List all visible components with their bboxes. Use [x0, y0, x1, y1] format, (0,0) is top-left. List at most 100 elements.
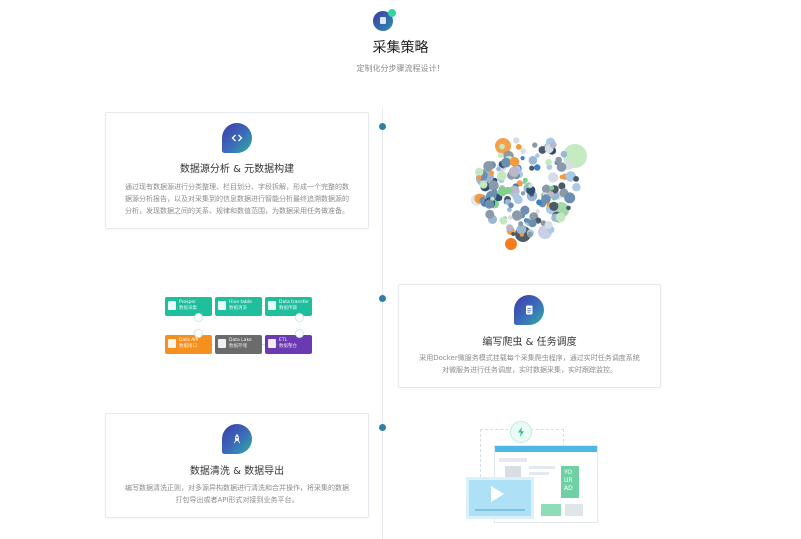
bubble — [564, 192, 576, 204]
bubble — [548, 172, 559, 183]
lightning-icon — [510, 421, 532, 443]
step-desc-line: 通过现有数据源进行分类整理、栏目划分、字段拆解，形成一个完整的数 — [125, 183, 349, 191]
page-title: 采集策略 — [372, 40, 429, 56]
flow-check-icon — [295, 329, 304, 338]
bubble — [497, 152, 504, 158]
bubble — [549, 185, 555, 191]
bubble — [573, 176, 579, 182]
bubble — [549, 201, 559, 211]
bubble — [483, 161, 494, 172]
bubble — [534, 164, 541, 171]
bubble — [497, 171, 507, 181]
step-description: 采用Docker微服务模式挂载每个采集爬虫程序，通过实时任务调度系统 对微服务进… — [405, 352, 654, 376]
video-player — [466, 477, 534, 519]
bubble — [513, 195, 523, 205]
bubble — [475, 167, 484, 177]
bubble — [509, 157, 520, 167]
bubble — [538, 146, 547, 154]
flow-check-icon — [295, 313, 304, 322]
bubble — [508, 202, 514, 209]
step-title: 数据源分析 & 元数据构建 — [179, 164, 295, 175]
bubble — [489, 170, 495, 176]
bubble — [491, 189, 498, 196]
bubble — [476, 175, 482, 180]
bubble — [536, 199, 543, 206]
bubble — [501, 157, 511, 168]
step-desc-line: 采用Docker微服务模式挂载每个采集爬虫程序，通过实时任务调度系统 — [419, 354, 640, 362]
bubble — [541, 184, 551, 194]
brand-logo-icon — [373, 9, 396, 31]
bubble — [529, 165, 535, 171]
bubble — [541, 194, 551, 204]
flow-check-icon — [194, 313, 203, 322]
bubble — [528, 219, 537, 228]
bubble — [516, 224, 527, 235]
step-desc-line: 对微服务进行任务调度，实时数据采集，实时跟踪监控。 — [442, 366, 617, 374]
bubble — [555, 156, 562, 164]
code-icon — [222, 123, 252, 153]
step-title: 编写爬虫 & 任务调度 — [482, 337, 577, 348]
bubble — [518, 221, 524, 227]
step-card-3: 数据清洗 & 数据导出 编写数据清洗正则，对多源异构数据进行清洗和合并操作，将采… — [105, 413, 369, 518]
bubble — [507, 215, 513, 220]
bubble — [511, 232, 516, 236]
step-desc-line: 据源分析报告，以及对采集到的信息数据进行智能分析最终追溯数据源的 — [125, 195, 349, 203]
bubble — [496, 166, 501, 172]
bubble — [520, 148, 526, 154]
web-ad-illustration: YO UR AD — [466, 421, 598, 523]
bubble — [566, 205, 571, 211]
data-bubble-cluster-illustration — [471, 137, 587, 250]
bubble — [522, 177, 528, 183]
bubble — [560, 150, 568, 158]
step-card-1: 数据源分析 & 元数据构建 通过现有数据源进行分类整理、栏目划分、字段拆解，形成… — [105, 112, 369, 229]
brand-logo — [372, 8, 398, 34]
timeline-axis — [382, 108, 383, 539]
bubble — [505, 238, 517, 250]
bubble — [545, 158, 552, 166]
bubble — [532, 142, 538, 148]
bubble — [535, 153, 540, 158]
bubble — [485, 209, 495, 219]
bubble — [564, 160, 574, 170]
rocket-icon — [222, 424, 252, 454]
bubble — [520, 191, 526, 196]
flow-connector — [260, 305, 266, 306]
step-desc-line: 打包导出或者API形式对接到业务平台。 — [175, 496, 299, 504]
bubble — [499, 143, 505, 150]
bubble — [507, 207, 512, 212]
bubble — [506, 224, 514, 232]
timeline-dot — [379, 123, 386, 130]
bubble — [497, 186, 508, 197]
page-subtitle: 定制化分步骤流程设计！ — [356, 64, 445, 73]
bubble — [549, 141, 557, 149]
bubble — [556, 162, 567, 172]
document-icon — [514, 295, 544, 325]
bubble — [555, 212, 566, 223]
bubble — [520, 156, 525, 161]
flow-connector — [260, 344, 266, 345]
step-description: 通过现有数据源进行分类整理、栏目划分、字段拆解，形成一个完整的数 据源分析报告，… — [112, 181, 362, 217]
bubble — [499, 216, 508, 225]
bubble — [484, 199, 494, 209]
bubble — [528, 183, 533, 188]
step-desc-line: 分析，发现数据之间的关系、规律和数值范围，为数据采用任务做准备。 — [125, 207, 349, 215]
play-icon — [491, 486, 504, 502]
bubble — [535, 209, 540, 214]
bubble — [515, 144, 522, 150]
bubble — [511, 210, 523, 221]
step-desc-line: 编写数据清洗正则，对多源异构数据进行清洗和合并操作，将采集的数据 — [125, 484, 349, 492]
step-card-2: 编写爬虫 & 任务调度 采用Docker微服务模式挂载每个采集爬虫程序，通过实时… — [398, 284, 661, 388]
bubble — [479, 180, 488, 189]
ad-block: YO UR AD — [561, 466, 579, 498]
bubble — [508, 166, 520, 177]
bubble — [558, 182, 566, 190]
timeline-dot — [379, 295, 386, 302]
bubble — [488, 180, 499, 191]
bubble — [528, 156, 538, 165]
browser-titlebar — [495, 446, 597, 452]
